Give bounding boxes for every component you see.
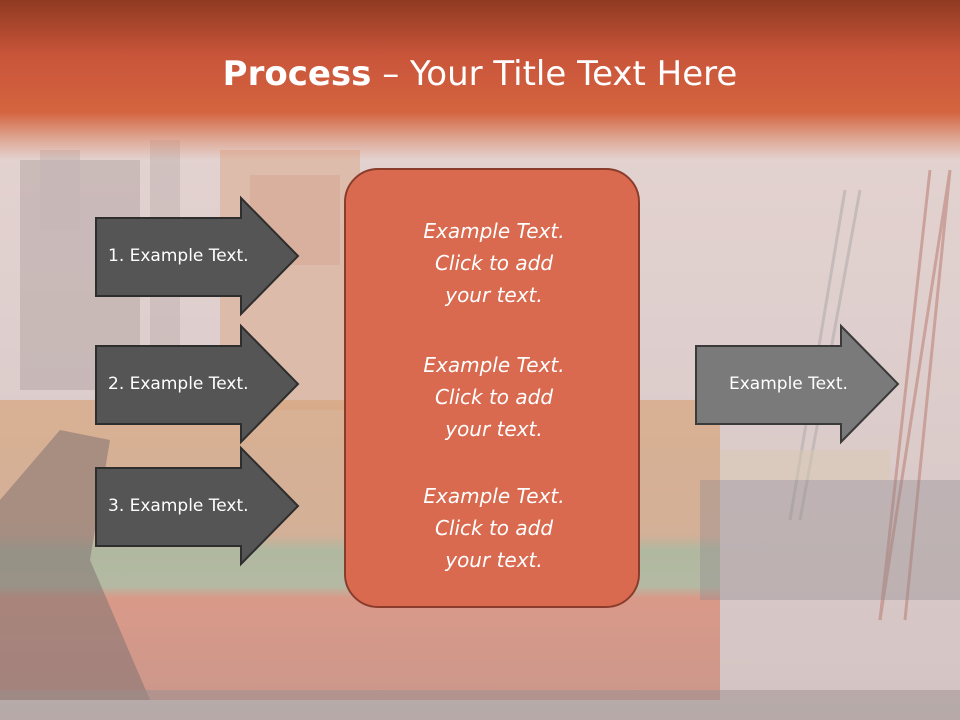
output-arrow-label: Example Text.	[729, 374, 848, 394]
input-arrow-label: 2. Example Text.	[108, 374, 249, 394]
center-text-block-2: Example Text. Click to add your text.	[346, 349, 642, 445]
title-band	[0, 0, 960, 160]
input-arrow-1[interactable]: 1. Example Text.	[95, 195, 300, 317]
title-dash: –	[382, 54, 400, 94]
arrow-shape-icon	[95, 323, 300, 445]
slide-title[interactable]: Process – Your Title Text Here	[0, 52, 960, 96]
center-text-line: Click to add	[434, 251, 554, 275]
center-text-line: Click to add	[434, 516, 554, 540]
input-arrow-2[interactable]: 2. Example Text.	[95, 323, 300, 445]
center-text-line: your text.	[445, 548, 543, 572]
center-text-line: Example Text.	[423, 353, 565, 377]
input-arrow-label: 1. Example Text.	[108, 246, 249, 266]
output-arrow[interactable]: Example Text.	[695, 323, 900, 445]
center-text-line: Click to add	[434, 385, 554, 409]
title-rest: Your Title Text Here	[410, 54, 738, 94]
center-text-line: your text.	[445, 417, 543, 441]
title-bold: Process	[222, 54, 372, 94]
center-text-block-3: Example Text. Click to add your text.	[346, 480, 642, 576]
input-arrow-label: 3. Example Text.	[108, 496, 249, 516]
center-process-box[interactable]: Example Text. Click to add your text. Ex…	[344, 168, 640, 608]
center-text-block-1: Example Text. Click to add your text.	[346, 215, 642, 311]
center-text-line: Example Text.	[423, 484, 565, 508]
center-text-line: your text.	[445, 283, 543, 307]
arrow-shape-icon	[95, 195, 300, 317]
center-text-line: Example Text.	[423, 219, 565, 243]
input-arrow-3[interactable]: 3. Example Text.	[95, 445, 300, 567]
arrow-shape-icon	[95, 445, 300, 567]
arrow-shape-icon	[695, 323, 900, 445]
